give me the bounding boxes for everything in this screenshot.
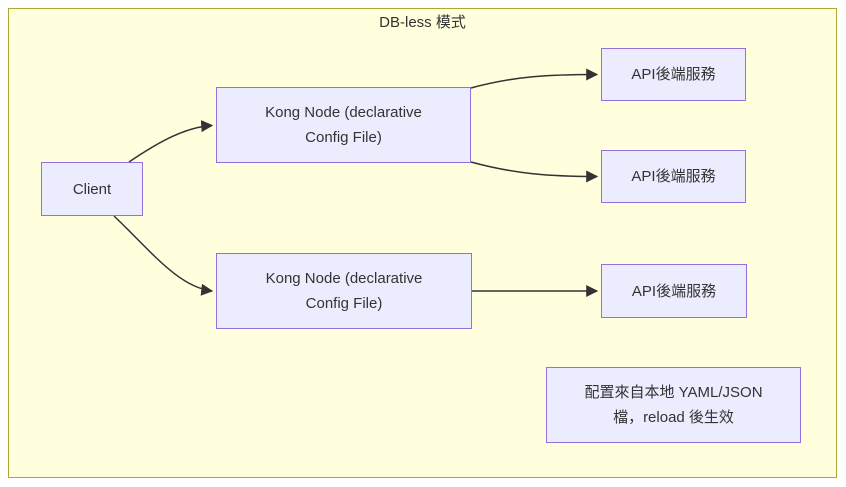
node-kong-2-label-line2: Config File): [305, 295, 383, 312]
node-kong-2-label-line1: Kong Node (declarative: [265, 270, 423, 287]
node-kong-1-label-line1: Kong Node (declarative: [265, 104, 422, 121]
node-kong-2: Kong Node (declarative Config File): [216, 253, 472, 329]
node-config-note-line1: 配置來自本地 YAML/JSON: [584, 384, 763, 401]
node-config-note-line2: 檔，reload 後生效: [613, 409, 734, 426]
node-api-backend-2: API後端服務: [601, 150, 746, 203]
node-api-backend-2-label: API後端服務: [631, 168, 716, 185]
node-api-backend-3: API後端服務: [601, 264, 747, 318]
node-config-note: 配置來自本地 YAML/JSON 檔，reload 後生效: [546, 367, 801, 443]
node-kong-1: Kong Node (declarative Config File): [216, 87, 471, 163]
node-api-backend-3-label: API後端服務: [631, 282, 717, 300]
node-api-backend-1: API後端服務: [601, 48, 746, 101]
node-kong-1-label-line2: Config File): [305, 129, 382, 146]
cluster-title: DB-less 模式: [379, 14, 466, 31]
node-api-backend-1-label: API後端服務: [631, 66, 716, 83]
node-client-label: Client: [72, 180, 112, 198]
node-client: Client: [41, 162, 143, 216]
